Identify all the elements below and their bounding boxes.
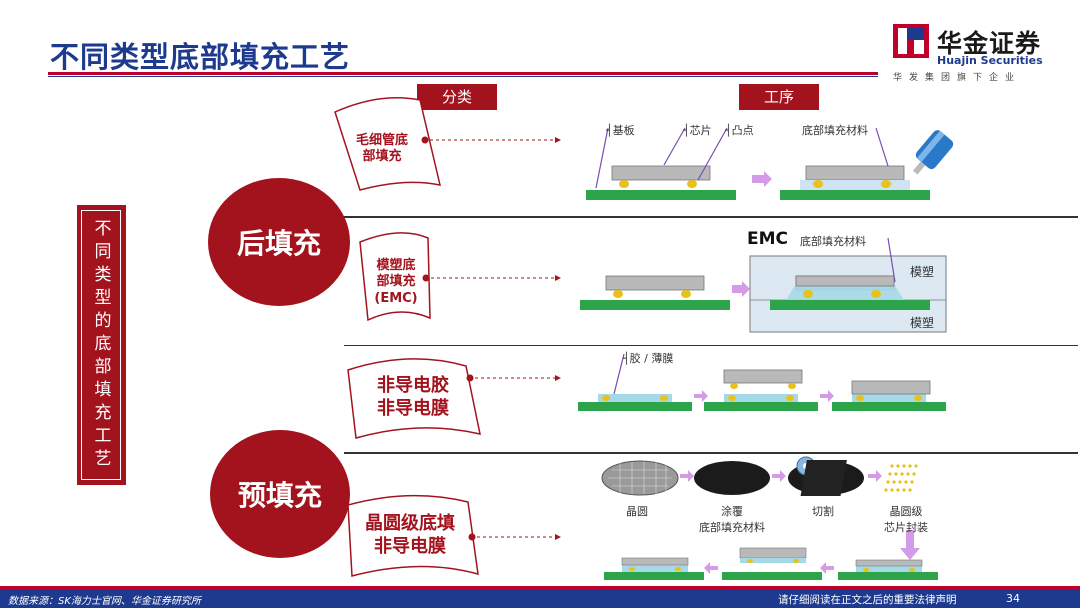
connector-nonconductive bbox=[466, 374, 561, 382]
title-underline-thin bbox=[48, 76, 878, 77]
category-header: 分类 bbox=[417, 84, 497, 110]
page-number: 34 bbox=[1006, 592, 1020, 605]
connector-wafer-level bbox=[468, 533, 561, 541]
bga-balls bbox=[884, 464, 918, 492]
capillary-step-2 bbox=[780, 127, 954, 200]
arrow-nonconductive-1 bbox=[694, 390, 708, 402]
nonconductive-step-3 bbox=[832, 380, 946, 411]
label-mold-bottom: 模塑 bbox=[910, 316, 935, 330]
huajin-logo-icon bbox=[893, 24, 929, 58]
pre-fill-circle: 预填充 bbox=[210, 430, 350, 558]
post-fill-circle: 后填充 bbox=[208, 178, 350, 306]
category-nonconductive-line-1: 非导电胶 bbox=[377, 375, 449, 396]
arrow-capillary bbox=[752, 171, 772, 187]
label-mold-top: 模塑 bbox=[910, 265, 935, 279]
label-coating: 涂覆 底部填充材料 bbox=[690, 503, 774, 535]
label-underfill-1: 底部填充材料 bbox=[802, 124, 868, 137]
label-chip: ┤芯片 bbox=[683, 124, 712, 137]
category-wafer-level-line-1: 晶圆级底填 bbox=[365, 513, 455, 534]
process-header: 工序 bbox=[739, 84, 819, 110]
arrow-wafer-1 bbox=[680, 470, 694, 482]
left-label-frame: 不同类型的底部填充工艺 bbox=[81, 210, 121, 480]
label-glue-film-text: 胶 / 薄膜 bbox=[629, 352, 674, 365]
logo-chinese-name: 华金证券 bbox=[937, 29, 1042, 58]
label-glue-film: ┤胶 / 薄膜 bbox=[623, 352, 674, 365]
label-wafer-level-line-1: 晶圆级 bbox=[889, 505, 923, 518]
arrow-bottom-1 bbox=[820, 562, 834, 574]
wafer-bottom-step-1 bbox=[604, 557, 704, 580]
label-wafer: 晶圆 bbox=[626, 505, 648, 518]
arrow-molded bbox=[732, 281, 750, 297]
label-dicing: 切割 bbox=[812, 505, 834, 518]
category-molded-line-3: (EMC) bbox=[374, 290, 418, 306]
label-underfill-2: 底部填充材料 bbox=[800, 235, 866, 248]
footer-disclaimer: 请仔细阅读在正文之后的重要法律声明 bbox=[778, 594, 957, 606]
label-bump: ┤凸点 bbox=[725, 124, 754, 137]
company-logo: 华金证券 Huajin Securities 华发集团旗下企业 bbox=[893, 24, 1063, 84]
label-wafer-level-line-2: 芯片封装 bbox=[884, 521, 928, 534]
coated-wafer-icon bbox=[694, 461, 770, 495]
category-molded-line-2: 部填充 bbox=[376, 274, 416, 290]
nonconductive-step-2 bbox=[704, 369, 818, 411]
category-wafer-level: 晶圆级底填 非导电膜 bbox=[350, 513, 470, 558]
label-chip-text: 芯片 bbox=[689, 124, 712, 137]
logo-tagline: 华发集团旗下企业 bbox=[893, 73, 1022, 83]
label-coating-line-1: 涂覆 bbox=[721, 505, 743, 518]
label-emc: EMC bbox=[747, 229, 789, 249]
label-substrate-text: 基板 bbox=[612, 124, 635, 137]
left-label-panel bbox=[76, 205, 126, 485]
molded-step-1 bbox=[580, 275, 730, 310]
arrow-wafer-3 bbox=[868, 470, 882, 482]
footer-source: 数据来源：SK海力士官网、华金证券研究所 bbox=[8, 596, 201, 607]
connector-molded bbox=[422, 274, 561, 282]
category-wafer-level-line-2: 非导电膜 bbox=[374, 535, 446, 557]
arrow-wafer-2 bbox=[772, 470, 786, 482]
page-title: 不同类型底部填充工艺 bbox=[50, 40, 351, 74]
footer-red-rule bbox=[0, 586, 1080, 589]
logo-english-name: Huajin Securities bbox=[937, 54, 1043, 67]
category-capillary-line-1: 毛细管底 bbox=[355, 133, 408, 148]
dicing-wafer-icon bbox=[788, 456, 864, 495]
dispenser-needle-icon bbox=[912, 130, 954, 175]
label-wafer-level-package: 晶圆级 芯片封装 bbox=[876, 503, 936, 535]
left-label-text: 不同类型的底部填充工艺 bbox=[90, 218, 111, 472]
capillary-step-1 bbox=[586, 127, 736, 200]
label-substrate: ┤基板 bbox=[606, 124, 635, 137]
category-capillary: 毛细管底 部填充 bbox=[340, 133, 424, 166]
category-molded: 模塑底 部填充 (EMC) bbox=[366, 258, 426, 307]
arrow-bottom-2 bbox=[704, 562, 718, 574]
wafer-icon bbox=[601, 460, 679, 496]
title-underline bbox=[48, 72, 878, 75]
category-nonconductive-line-2: 非导电膜 bbox=[377, 397, 449, 419]
category-nonconductive: 非导电胶 非导电膜 bbox=[358, 375, 468, 420]
row-divider-3 bbox=[344, 452, 1078, 454]
arrow-nonconductive-2 bbox=[820, 390, 834, 402]
wafer-bottom-step-2 bbox=[722, 547, 822, 580]
label-coating-line-2: 底部填充材料 bbox=[699, 521, 765, 534]
row-divider-1 bbox=[344, 216, 1078, 218]
row-divider-2 bbox=[344, 345, 1078, 346]
connector-capillary bbox=[421, 136, 561, 144]
wafer-bottom-step-3 bbox=[838, 559, 938, 580]
category-capillary-line-2: 部填充 bbox=[362, 149, 402, 165]
bga-package-icon bbox=[800, 460, 918, 496]
category-molded-line-1: 模塑底 bbox=[376, 258, 416, 273]
label-bump-text: 凸点 bbox=[731, 124, 754, 137]
footer-bar bbox=[0, 589, 1080, 608]
